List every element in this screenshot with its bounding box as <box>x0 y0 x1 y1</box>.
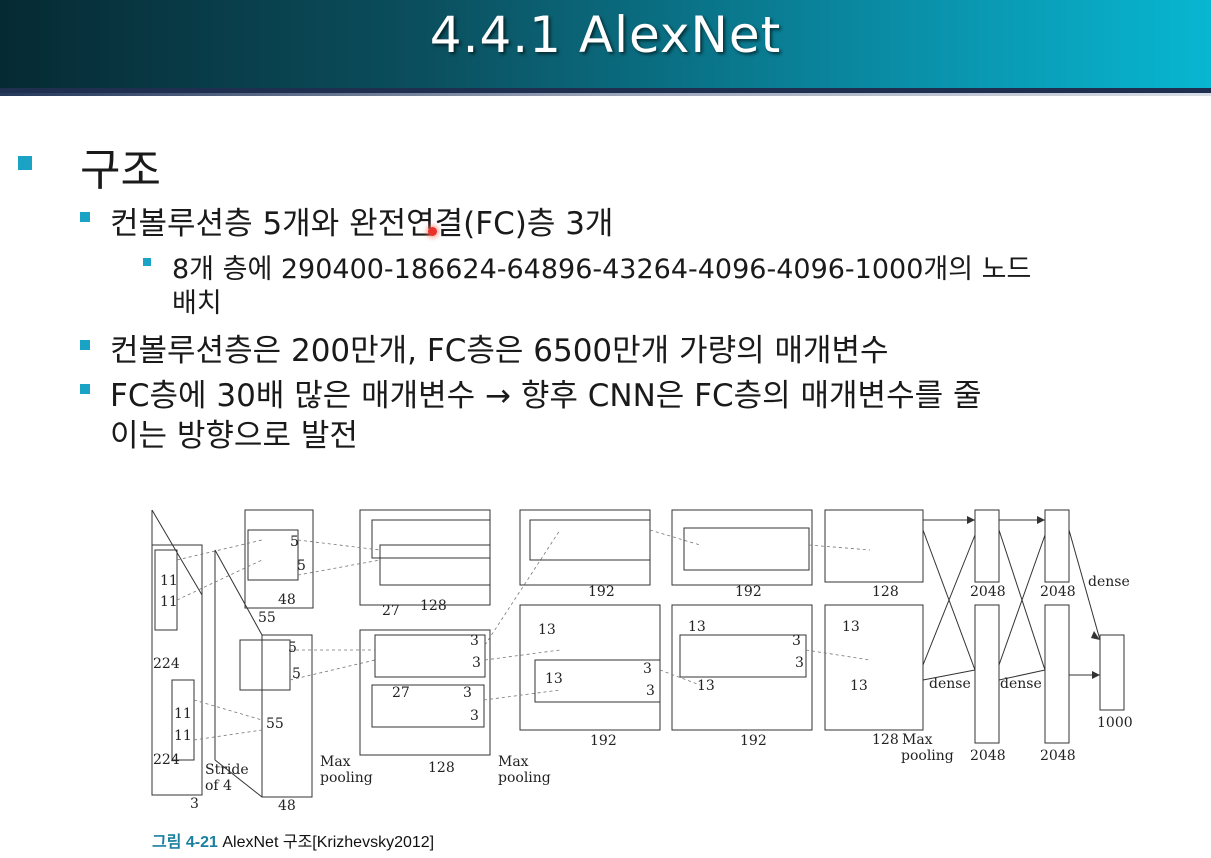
label-k5-a: 5 <box>290 534 299 550</box>
label-pooling3: pooling <box>901 748 954 764</box>
bullet-nodes-line1: 8개 층에 290400-186624-64896-43264-4096-409… <box>172 254 1032 285</box>
label-stride-1: Stride <box>205 762 249 778</box>
label-dense-3: dense <box>1088 574 1130 590</box>
label-max1: Max <box>320 754 351 770</box>
label-conv4-size-b: 13 <box>697 678 715 694</box>
label-kernel-11a: 11 <box>160 573 178 589</box>
label-fc1-bottom: 2048 <box>970 748 1006 764</box>
title-divider <box>0 88 1211 93</box>
label-k3-e: 3 <box>643 661 652 677</box>
label-k3-a: 3 <box>470 633 479 649</box>
title-bar: 4.4.1 AlexNet <box>0 0 1211 88</box>
bullet-square-icon <box>80 212 90 222</box>
bullet-square-icon <box>80 384 90 394</box>
input-kernel-bottom <box>171 679 195 761</box>
conv4-bottom <box>671 604 813 731</box>
label-conv5-depth-a: 128 <box>872 584 899 600</box>
bullet-fc-line1: FC층에 30배 많은 매개변수 → 향후 CNN은 FC층의 매개변수를 줄 <box>110 378 982 414</box>
label-kernel-11d: 11 <box>174 728 192 744</box>
alexnet-architecture-diagram: 224 224 3 11 11 11 11 Stride of 4 55 55 … <box>151 509 1133 814</box>
fc2-bottom <box>1044 604 1070 744</box>
label-input-size: 224 <box>153 656 180 672</box>
label-conv3-size-b: 13 <box>545 671 563 687</box>
label-output: 1000 <box>1097 715 1133 731</box>
label-conv1-size-a: 55 <box>258 610 276 626</box>
fc1-top <box>974 509 1000 583</box>
bullet-square-icon <box>80 340 90 350</box>
fc2-top <box>1044 509 1070 583</box>
conv1-kernel-bottom <box>239 639 291 691</box>
conv5-top <box>824 509 924 583</box>
label-fc1-top: 2048 <box>970 584 1006 600</box>
figure-caption-number: 그림 4-21 <box>152 834 218 851</box>
label-kernel-11b: 11 <box>160 594 178 610</box>
label-kernel-11c: 11 <box>174 706 192 722</box>
bullet-parameters: 컨볼루션층은 200만개, FC층은 6500만개 가량의 매개변수 <box>110 333 889 369</box>
label-max2: Max <box>498 754 529 770</box>
label-k3-f: 3 <box>646 683 655 699</box>
bullet-square-icon <box>143 258 151 266</box>
label-k5-d: 5 <box>292 666 301 682</box>
conv1-kernel-top <box>247 529 299 581</box>
label-conv3-depth-b: 192 <box>590 733 617 749</box>
output-layer <box>1099 634 1125 711</box>
bullet-square-icon <box>18 156 32 170</box>
title-divider-accent <box>0 93 1211 96</box>
label-conv5-size-a: 13 <box>842 619 860 635</box>
bullet-nodes-line2: 배치 <box>172 288 222 319</box>
label-fc2-bottom: 2048 <box>1040 748 1076 764</box>
bullet-fc-line2: 이는 방향으로 발전 <box>110 418 358 454</box>
label-k5-c: 5 <box>288 640 297 656</box>
label-pooling1: pooling <box>320 770 373 786</box>
label-input-size-bottom: 224 <box>153 752 180 768</box>
label-conv5-size-b: 13 <box>850 678 868 694</box>
label-conv1-depth-b: 48 <box>278 798 296 814</box>
conv2-bottom <box>359 629 491 756</box>
label-max3: Max <box>902 732 933 748</box>
label-conv1-size-b: 55 <box>266 716 284 732</box>
conv1-bottom <box>261 634 313 798</box>
conv4-top <box>671 509 813 586</box>
label-conv5-depth-b: 128 <box>872 732 899 748</box>
laser-pointer-dot <box>428 227 437 236</box>
label-conv4-depth-b: 192 <box>740 733 767 749</box>
label-conv2-depth-b: 128 <box>428 760 455 776</box>
label-conv4-size-a: 13 <box>688 619 706 635</box>
fc1-bottom <box>974 604 1000 744</box>
label-conv3-size-a: 13 <box>538 622 556 638</box>
label-input-channels: 3 <box>190 796 199 812</box>
figure-caption-text: AlexNet 구조[Krizhevsky2012] <box>222 834 435 851</box>
input-kernel-top <box>154 549 178 631</box>
conv5-bottom <box>824 604 924 731</box>
label-k5-b: 5 <box>297 558 306 574</box>
figure-caption: 그림 4-21 AlexNet 구조[Krizhevsky2012] <box>152 828 434 852</box>
label-dense-2: dense <box>1000 676 1042 692</box>
conv3-top <box>519 509 651 586</box>
conv1-top <box>244 509 314 609</box>
input-volume <box>151 544 203 796</box>
label-conv1-depth-a: 48 <box>278 592 296 608</box>
slide-title: 4.4.1 AlexNet <box>429 6 782 64</box>
label-k3-c: 3 <box>463 685 472 701</box>
bullet-layers: 컨볼루션층 5개와 완전연결(FC)층 3개 <box>110 206 614 242</box>
label-dense-1: dense <box>929 676 971 692</box>
label-conv2-size-b: 27 <box>392 685 410 701</box>
label-stride-2: of 4 <box>205 778 232 794</box>
label-fc2-top: 2048 <box>1040 584 1076 600</box>
label-k3-h: 3 <box>795 655 804 671</box>
heading-structure: 구조 <box>80 145 161 196</box>
label-k3-g: 3 <box>792 633 801 649</box>
label-k3-d: 3 <box>470 708 479 724</box>
label-pooling2: pooling <box>498 770 551 786</box>
label-conv2-size-a: 27 <box>382 603 400 619</box>
label-conv4-depth-a: 192 <box>735 584 762 600</box>
label-conv3-depth-a: 192 <box>588 584 615 600</box>
label-conv2-depth-a: 128 <box>420 598 447 614</box>
label-k3-b: 3 <box>472 655 481 671</box>
